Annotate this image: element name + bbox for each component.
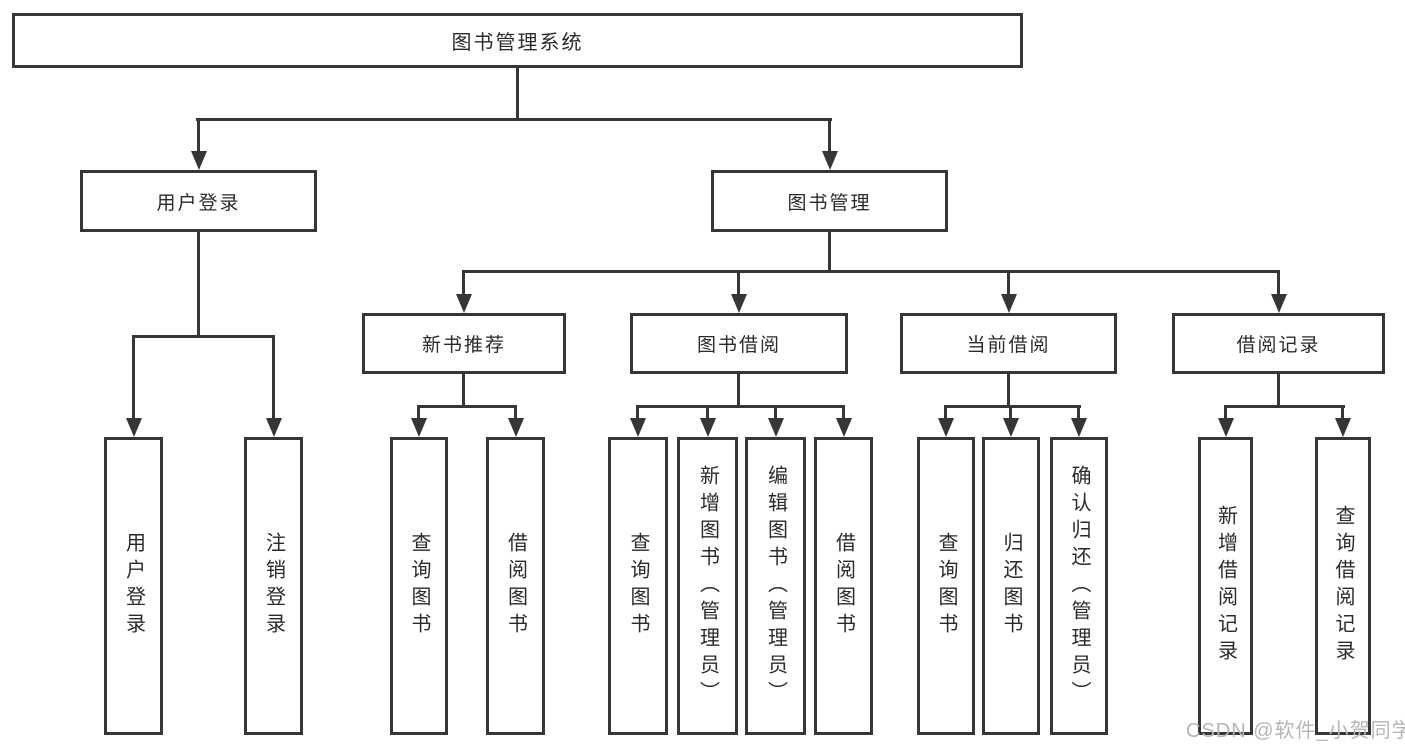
leaf-current-query-books: 查询图书 xyxy=(917,437,975,735)
leaf-user-login: 用户登录 xyxy=(104,437,163,735)
csdn-watermark: CSDN @软件_小贺同学 xyxy=(1186,720,1405,742)
connector-vline xyxy=(462,270,465,297)
connector-hline xyxy=(196,118,832,121)
connector-vline xyxy=(1277,374,1280,408)
node-label: 查询图书 xyxy=(627,532,649,640)
connector-hline xyxy=(1224,405,1345,408)
arrowhead-down-icon xyxy=(768,418,784,437)
node-label: 借阅图书 xyxy=(504,532,527,640)
node-label: 借阅记录 xyxy=(1236,335,1321,356)
leaf-borrow-edit-books-admin: 编辑图书（管理员） xyxy=(745,437,806,735)
arrowhead-down-icon xyxy=(630,418,646,437)
connector-vline xyxy=(1007,270,1010,297)
arrowhead-down-icon xyxy=(191,151,207,170)
connector-vline xyxy=(1341,405,1344,421)
connector-vline xyxy=(774,405,777,421)
node-label: 用户登录 xyxy=(122,532,145,640)
node-label: 图书管理系统 xyxy=(451,32,584,54)
connector-hline xyxy=(417,405,517,408)
connector-vline xyxy=(1277,270,1280,297)
node-label: 新增图书（管理员） xyxy=(696,464,719,708)
connector-vline xyxy=(828,118,831,154)
arrowhead-down-icon xyxy=(126,418,142,437)
node-borrowing-records: 借阅记录 xyxy=(1172,313,1385,374)
leaf-borrow-query-books: 查询图书 xyxy=(608,437,668,735)
connector-hline xyxy=(132,335,275,338)
connector-hline xyxy=(636,405,845,408)
arrowhead-down-icon xyxy=(836,418,852,437)
arrowhead-down-icon xyxy=(822,151,838,170)
leaf-borrow-add-books-admin: 新增图书（管理员） xyxy=(677,437,738,735)
connector-vline xyxy=(1007,374,1010,408)
connector-vline xyxy=(737,270,740,297)
connector-vline xyxy=(1224,405,1227,421)
arrowhead-down-icon xyxy=(731,294,747,313)
leaf-logout: 注销登录 xyxy=(244,437,303,735)
connector-hline xyxy=(944,405,1081,408)
connector-vline xyxy=(514,405,517,421)
arrowhead-down-icon xyxy=(938,418,954,437)
arrowhead-down-icon xyxy=(508,418,524,437)
connector-vline xyxy=(1077,405,1080,421)
connector-vline xyxy=(944,405,947,421)
node-label: 查询图书 xyxy=(408,532,430,640)
connector-vline xyxy=(197,232,200,338)
arrowhead-down-icon xyxy=(1218,418,1234,437)
arrowhead-down-icon xyxy=(411,418,427,437)
arrowhead-down-icon xyxy=(1003,418,1019,437)
leaf-recommend-borrow-books: 借阅图书 xyxy=(486,437,545,735)
node-new-book-recommendation: 新书推荐 xyxy=(362,313,566,374)
arrowhead-down-icon xyxy=(1335,418,1351,437)
node-label: 查询图书 xyxy=(935,532,957,640)
leaf-current-confirm-return-admin: 确认归还（管理员） xyxy=(1050,437,1108,735)
leaf-borrow-borrow-books: 借阅图书 xyxy=(814,437,873,735)
arrowhead-down-icon xyxy=(266,418,282,437)
node-label: 注销登录 xyxy=(262,532,285,640)
connector-vline xyxy=(706,405,709,421)
connector-vline xyxy=(197,118,200,154)
leaf-records-add-record: 新增借阅记录 xyxy=(1198,437,1253,735)
node-label: 查询借阅记录 xyxy=(1332,505,1354,667)
arrowhead-down-icon xyxy=(1071,418,1087,437)
leaf-records-query-record: 查询借阅记录 xyxy=(1315,437,1371,735)
connector-vline xyxy=(417,405,420,421)
node-book-management: 图书管理 xyxy=(711,170,948,232)
node-label: 新书推荐 xyxy=(421,335,506,356)
arrowhead-down-icon xyxy=(456,294,472,313)
connector-vline xyxy=(828,232,831,273)
connector-vline xyxy=(272,335,275,421)
node-label: 归还图书 xyxy=(1000,532,1022,640)
connector-vline xyxy=(516,68,519,121)
node-label: 编辑图书（管理员） xyxy=(764,464,787,708)
node-label: 确认归还（管理员） xyxy=(1068,464,1090,708)
node-label: 图书借阅 xyxy=(696,335,781,356)
connector-vline xyxy=(1009,405,1012,421)
connector-vline xyxy=(636,405,639,421)
node-label: 借阅图书 xyxy=(832,532,855,640)
node-library-system: 图书管理系统 xyxy=(12,13,1023,68)
node-book-borrowing: 图书借阅 xyxy=(630,313,848,374)
node-user-login: 用户登录 xyxy=(80,170,317,232)
connector-vline xyxy=(737,374,740,408)
node-label: 用户登录 xyxy=(156,192,241,214)
leaf-current-return-books: 归还图书 xyxy=(982,437,1040,735)
connector-vline xyxy=(132,335,135,421)
connector-vline xyxy=(462,374,465,408)
leaf-recommend-query-books: 查询图书 xyxy=(390,437,448,735)
node-current-borrowing: 当前借阅 xyxy=(900,313,1117,374)
connector-vline xyxy=(842,405,845,421)
arrowhead-down-icon xyxy=(700,418,716,437)
arrowhead-down-icon xyxy=(1271,294,1287,313)
node-label: 新增借阅记录 xyxy=(1214,505,1237,667)
node-label: 当前借阅 xyxy=(966,335,1051,356)
arrowhead-down-icon xyxy=(1001,294,1017,313)
connector-hline xyxy=(462,270,1280,273)
node-label: 图书管理 xyxy=(787,192,872,214)
